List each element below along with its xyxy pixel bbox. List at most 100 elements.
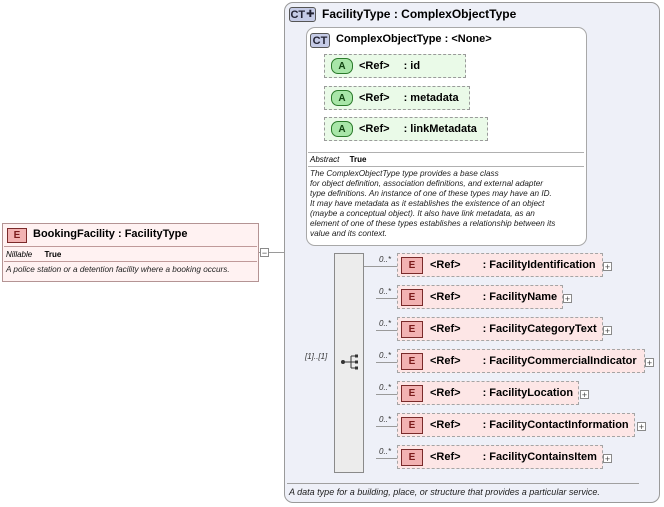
sequence-cardinality: [1]..[1] — [305, 352, 328, 361]
description-line: element of one of these types establishe… — [310, 219, 556, 228]
element-name: : FacilityLocation — [482, 387, 574, 399]
badge-text: CT — [312, 34, 328, 47]
type-separator: : — [117, 228, 122, 240]
connector-line — [364, 266, 397, 267]
complex-object-type-title: ComplexObjectType : <None> — [336, 33, 492, 45]
sequence-icon — [340, 354, 360, 370]
type-separator: : — [444, 33, 449, 45]
type-name: FacilityType — [322, 7, 391, 21]
attribute-badge: A — [331, 90, 353, 106]
abstract-value: True — [349, 155, 367, 164]
element-name: : FacilityCategoryText — [482, 323, 597, 335]
element-name: : FacilityCommercialIndicator — [482, 355, 637, 367]
attribute-ref: <Ref> — [359, 60, 390, 72]
element-facility-contact-information[interactable]: E <Ref> : FacilityContactInformation — [397, 413, 635, 437]
element-badge: E — [401, 288, 423, 306]
attribute-metadata[interactable]: A <Ref> : metadata — [324, 86, 470, 110]
element-name: : FacilityContainsItem — [482, 451, 597, 463]
expand-button[interactable]: + — [563, 294, 572, 304]
complex-object-type-description: The ComplexObjectType type provides a ba… — [310, 169, 586, 239]
expand-button[interactable]: + — [603, 454, 612, 464]
complex-type-badge: CT✚ — [289, 7, 316, 22]
element-cardinality: 0..* — [379, 447, 392, 456]
element-cardinality: 0..* — [379, 351, 392, 360]
element-type: FacilityType — [124, 228, 188, 240]
element-ref: <Ref> — [430, 259, 461, 271]
facility-type-title: FacilityType : ComplexObjectType — [322, 7, 516, 21]
divider — [4, 261, 257, 262]
element-badge: E — [401, 256, 423, 274]
nillable-property: Nillable True — [6, 250, 61, 259]
expand-button[interactable]: + — [603, 326, 612, 336]
connector-line — [376, 426, 397, 427]
type-separator: : — [393, 7, 398, 21]
element-facility-category-text[interactable]: E <Ref> : FacilityCategoryText — [397, 317, 603, 341]
nillable-value: True — [44, 250, 62, 259]
element-ref: <Ref> — [430, 291, 461, 303]
expand-button[interactable]: + — [637, 422, 646, 432]
connector-line — [376, 330, 397, 331]
nillable-label: Nillable — [6, 250, 33, 259]
expand-button[interactable]: + — [580, 390, 589, 400]
attribute-name: : linkMetadata — [403, 123, 477, 135]
element-ref: <Ref> — [430, 419, 461, 431]
attribute-ref: <Ref> — [359, 92, 390, 104]
description-line: for object definition, association defin… — [310, 179, 544, 188]
element-name: : FacilityName — [482, 291, 558, 303]
expand-button[interactable]: + — [603, 262, 612, 272]
divider — [4, 246, 257, 247]
element-facility-contains-item[interactable]: E <Ref> : FacilityContainsItem — [397, 445, 603, 469]
type-name: ComplexObjectType — [336, 33, 442, 45]
attribute-badge: A — [331, 121, 353, 137]
connector-line — [376, 394, 397, 395]
element-facility-name[interactable]: E <Ref> : FacilityName — [397, 285, 563, 309]
description-line: type definitions. An instance of one of … — [310, 189, 552, 198]
booking-facility-element[interactable] — [2, 223, 259, 282]
element-name: : FacilityIdentification — [482, 259, 596, 271]
element-badge: E — [7, 228, 27, 243]
booking-facility-title: BookingFacility : FacilityType — [33, 228, 187, 240]
divider — [287, 483, 639, 484]
facility-type-description: A data type for a building, place, or st… — [289, 487, 600, 497]
connector-line — [376, 458, 397, 459]
divider — [308, 166, 584, 167]
abstract-property: Abstract True — [310, 155, 366, 164]
expand-button[interactable]: + — [645, 358, 654, 368]
element-cardinality: 0..* — [379, 319, 392, 328]
attribute-id[interactable]: A <Ref> : id — [324, 54, 466, 78]
complex-type-badge: CT — [310, 33, 330, 48]
element-cardinality: 0..* — [379, 255, 392, 264]
sequence-compositor[interactable] — [334, 253, 364, 473]
element-facility-identification[interactable]: E <Ref> : FacilityIdentification — [397, 253, 603, 277]
type-base: ComplexObjectType — [401, 7, 517, 21]
description-line: (maybe a conceptual object). It also hav… — [310, 209, 535, 218]
element-cardinality: 0..* — [379, 415, 392, 424]
element-name: BookingFacility — [33, 228, 115, 240]
element-ref: <Ref> — [430, 323, 461, 335]
element-facility-location[interactable]: E <Ref> : FacilityLocation — [397, 381, 579, 405]
description-line: It may have metadata as it establishes t… — [310, 199, 545, 208]
description-line: value and its context. — [310, 229, 387, 238]
element-badge: E — [401, 448, 423, 466]
sequence-icon-graphic — [341, 354, 358, 370]
attribute-badge: A — [331, 58, 353, 74]
element-badge: E — [401, 320, 423, 338]
description-line: The ComplexObjectType type provides a ba… — [310, 169, 499, 178]
collapse-button[interactable]: − — [260, 248, 269, 258]
element-cardinality: 0..* — [379, 383, 392, 392]
type-base: <None> — [451, 33, 492, 45]
attribute-link-metadata[interactable]: A <Ref> : linkMetadata — [324, 117, 488, 141]
attribute-name: : id — [403, 60, 421, 72]
element-badge: E — [401, 352, 423, 370]
booking-facility-description: A police station or a detention facility… — [6, 265, 230, 274]
connector-line — [376, 298, 397, 299]
abstract-label: Abstract — [310, 155, 340, 164]
connector-line — [259, 252, 294, 253]
element-facility-commercial-indicator[interactable]: E <Ref> : FacilityCommercialIndicator — [397, 349, 645, 373]
element-cardinality: 0..* — [379, 287, 392, 296]
divider — [308, 152, 584, 153]
expand-icon: ✚ — [306, 9, 315, 20]
element-name: : FacilityContactInformation — [482, 419, 629, 431]
attribute-name: : metadata — [403, 92, 459, 104]
element-badge: E — [401, 384, 423, 402]
